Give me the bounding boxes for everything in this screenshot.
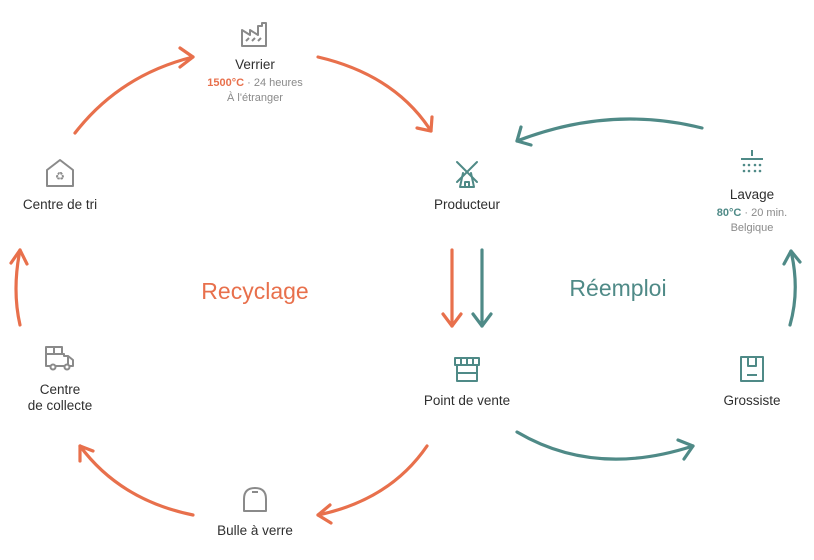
recycle-house-icon: ♻ — [46, 159, 74, 187]
producteur-label: Producteur — [433, 197, 501, 212]
lavage-separator: · — [741, 207, 752, 219]
arrowhead-collecte-to-tri — [9, 248, 29, 266]
arrowhead-lavage-to-producteur — [515, 125, 533, 147]
arrowhead-producteur-to-vente-reuse — [471, 312, 493, 328]
box-icon — [740, 356, 764, 382]
arrow-verrier-to-producteur — [316, 55, 433, 133]
arrow-lavage-to-producteur — [515, 117, 704, 143]
node-centre-de-collecte: Centre de collecte — [0, 342, 150, 414]
arrow-collecte-to-tri — [14, 248, 22, 327]
shop-icon — [454, 357, 480, 382]
node-bulle-a-verre: Bulle à verre — [165, 483, 345, 539]
point-de-vente-label: Point de vente — [423, 393, 511, 408]
verrier-process-info: 1500°C · 24 heures — [165, 76, 345, 91]
node-centre-de-tri: ♻ Centre de tri — [0, 157, 150, 213]
svg-text:♻: ♻ — [55, 170, 65, 183]
arrowhead-producteur-to-vente-recycle — [441, 312, 463, 328]
arrowhead-verrier-to-producteur — [415, 115, 434, 133]
centre-de-collecte-label: Centre de collecte — [27, 382, 93, 413]
node-producteur: Producteur — [377, 157, 557, 213]
shower-icon — [741, 150, 763, 173]
verrier-temperature: 1500°C — [207, 77, 245, 89]
verrier-location: À l'étranger — [227, 92, 283, 104]
arrow-vente-to-grossiste — [515, 430, 695, 461]
node-lavage: Lavage 80°C · 20 min. Belgique — [662, 147, 814, 235]
grossiste-label: Grossiste — [723, 393, 781, 408]
arrowhead-bulle-to-collecte — [78, 444, 95, 463]
bulle-a-verre-label: Bulle à verre — [217, 523, 293, 538]
arrowhead-vente-to-grossiste — [676, 438, 695, 461]
reuse-cycle-title: Réemploi — [569, 275, 667, 301]
arrow-bulle-to-collecte — [78, 444, 195, 517]
lavage-temperature: 80°C — [716, 207, 742, 219]
verrier-separator: · — [244, 77, 254, 89]
recycling-arrows — [9, 46, 463, 525]
node-grossiste: Grossiste — [662, 353, 814, 409]
arrowhead-grossiste-to-lavage — [782, 249, 802, 266]
arrowhead-vente-to-bulle — [316, 503, 333, 525]
recycling-cycle-title: Recyclage — [201, 278, 309, 304]
lavage-label: Lavage — [729, 187, 775, 202]
windmill-icon — [456, 161, 478, 188]
arrow-tri-to-verrier — [73, 55, 195, 135]
arrow-vente-to-bulle — [316, 444, 429, 517]
node-verrier: Verrier 1500°C · 24 heures À l'étranger — [165, 17, 345, 105]
reuse-arrows — [471, 117, 802, 461]
factory-icon — [241, 22, 267, 47]
node-point-de-vente: Point de vente — [377, 353, 557, 409]
bottle-bank-icon — [243, 487, 267, 512]
lavage-process-info: 80°C · 20 min. — [662, 206, 814, 221]
arrow-grossiste-to-lavage — [788, 249, 797, 327]
verrier-duration: 24 heures — [253, 77, 303, 89]
lavage-location: Belgique — [730, 222, 774, 234]
verrier-label: Verrier — [235, 57, 275, 72]
centre-de-tri-label: Centre de tri — [22, 197, 98, 212]
truck-icon — [45, 346, 74, 371]
arrowhead-tri-to-verrier — [178, 46, 195, 69]
lavage-duration: 20 min. — [751, 207, 788, 219]
